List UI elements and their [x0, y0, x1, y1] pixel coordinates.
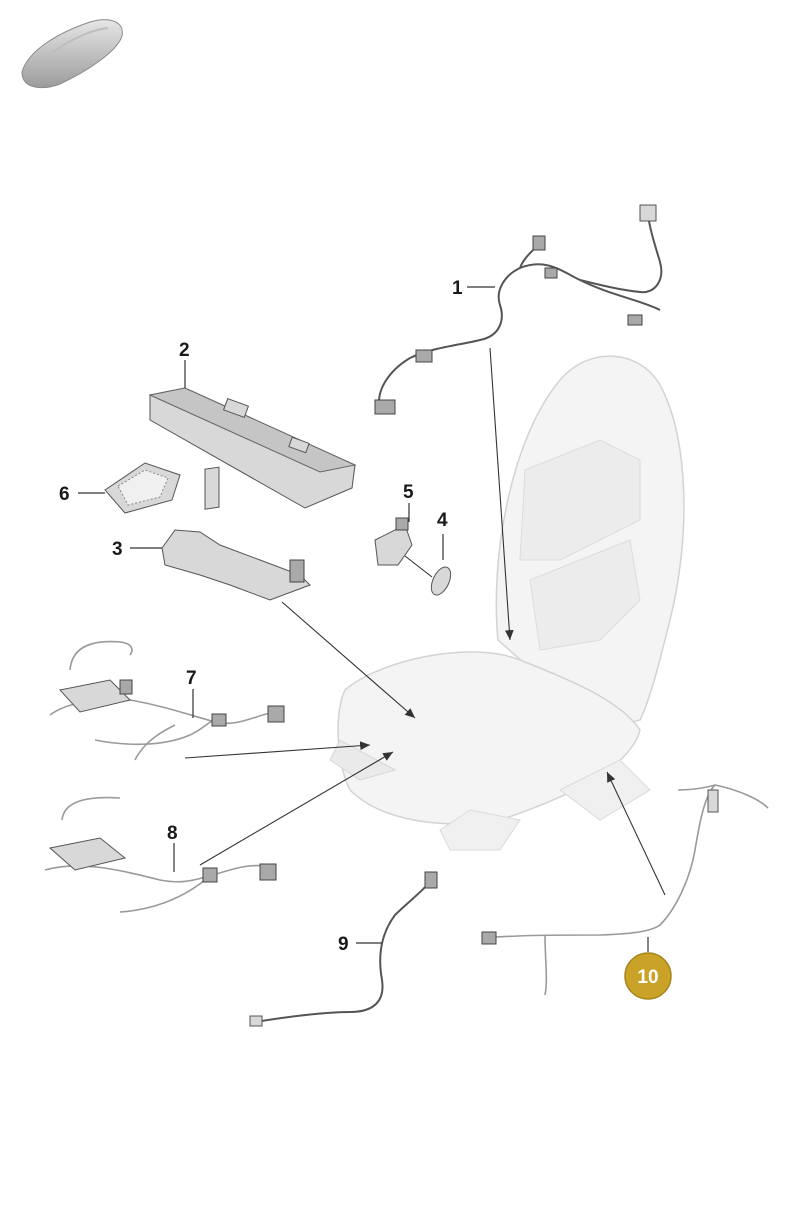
callout-8: 8 [167, 823, 178, 872]
part-7-harness [49, 640, 285, 761]
callout-9-label: 9 [338, 934, 349, 955]
callout-4-label: 4 [437, 510, 448, 531]
callout-6: 6 [59, 484, 105, 505]
callout-9: 9 [338, 934, 382, 955]
callout-2: 2 [179, 340, 190, 388]
part-3-bracket [161, 466, 311, 601]
part-2-seat-control-unit [148, 387, 357, 509]
part-1-seat-wiring-harness [374, 204, 663, 415]
callout-5-label: 5 [403, 482, 414, 503]
callout-4: 4 [437, 510, 448, 560]
callout-10-label: 10 [637, 967, 658, 988]
leader-arrows [184, 347, 666, 896]
callout-8-label: 8 [167, 823, 178, 844]
part-10-harness [481, 784, 769, 996]
part-5-switch [374, 517, 413, 566]
seat-illustration [329, 355, 685, 851]
callout-7: 7 [186, 668, 197, 718]
callout-3: 3 [112, 539, 162, 560]
part-6-module [104, 462, 181, 514]
callout-2-label: 2 [179, 340, 190, 361]
callout-10-badge [624, 952, 672, 1000]
callout-3-label: 3 [112, 539, 123, 560]
callout-1: 1 [452, 278, 495, 299]
part-9-cable [249, 871, 438, 1027]
callout-10: 10 [624, 937, 672, 1000]
callout-5: 5 [403, 482, 414, 522]
part-8-harness [44, 796, 277, 913]
car-silhouette-icon [21, 19, 123, 89]
callout-6-label: 6 [59, 484, 70, 505]
callout-7-label: 7 [186, 668, 197, 689]
part-4-knob [430, 566, 452, 596]
callout-1-label: 1 [452, 278, 463, 299]
